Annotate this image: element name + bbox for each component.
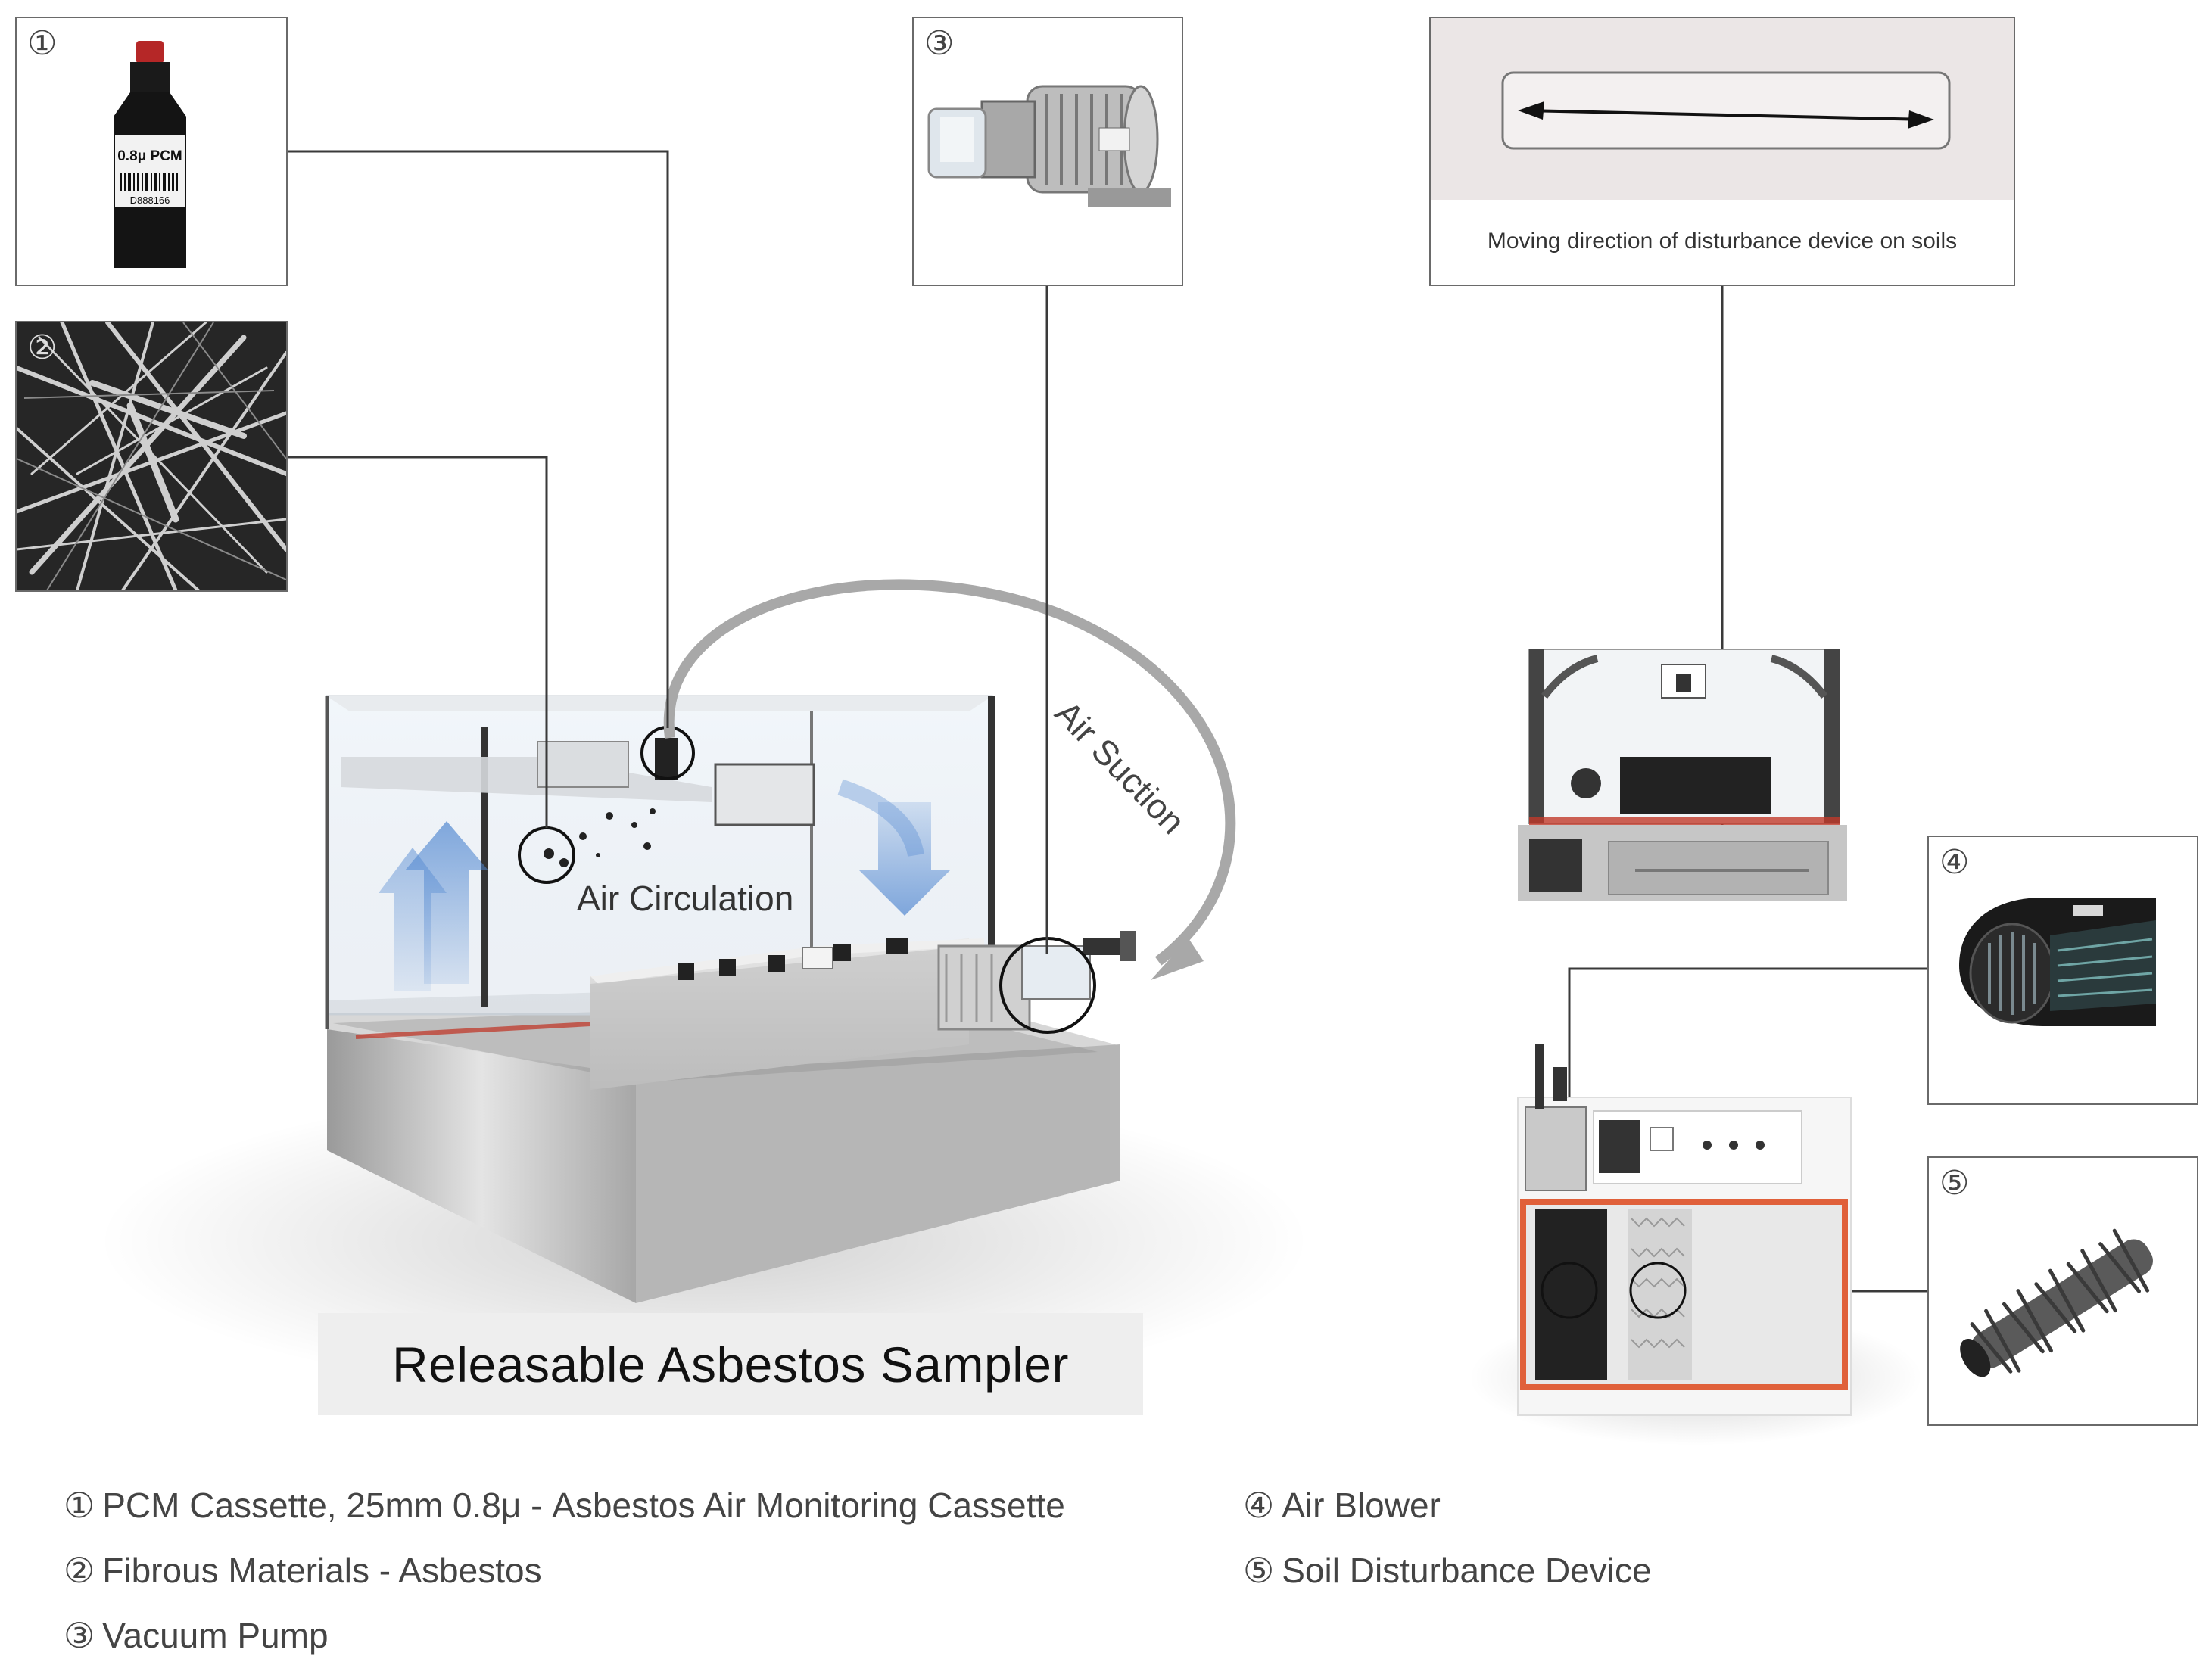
callout-number-3: ③ [924, 24, 955, 63]
legend-text-5: Soil Disturbance Device [1282, 1551, 1652, 1590]
legend-glyph-5: ⑤ [1243, 1550, 1275, 1591]
asbestos-fiber-image [17, 322, 286, 590]
callout-box-cassette: ① 0.8μ PCM D888166 [15, 17, 288, 286]
asbestos-particles [544, 808, 656, 867]
callout-box-fibers: ② [15, 321, 288, 592]
callout-box-blower: ④ [1927, 836, 2198, 1105]
air-circulation-arrows [379, 779, 950, 991]
legend-glyph-2: ② [64, 1550, 95, 1591]
sampler-top-view [1517, 1044, 1852, 1416]
legend-text-2: Fibrous Materials - Asbestos [102, 1551, 542, 1590]
diagram-title: Releasable Asbestos Sampler [318, 1313, 1143, 1415]
callout-number-5: ⑤ [1939, 1164, 1970, 1203]
air-circulation-label: Air Circulation [577, 879, 794, 918]
direction-arrow-right-icon [1908, 110, 1934, 129]
legend-text-1: PCM Cassette, 25mm 0.8μ - Asbestos Air M… [102, 1486, 1065, 1525]
cassette-label-line2: D888166 [130, 194, 170, 206]
direction-label: Moving direction of disturbance device o… [1487, 229, 1958, 254]
glass-chamber [325, 695, 995, 1029]
air-blower-icon [1959, 898, 2156, 1026]
air-suction-arrow [663, 579, 1236, 966]
callout-number-4: ④ [1939, 843, 1970, 882]
callout-box-disturbance: ⑤ [1927, 1156, 2198, 1426]
pcm-cassette-icon: 0.8μ PCM D888166 [114, 41, 186, 268]
callout-number-1: ① [27, 24, 58, 63]
cassette-label-line1: 0.8μ PCM [117, 148, 182, 164]
air-suction-arrowhead [1151, 938, 1204, 980]
sampler-front-view [1518, 649, 1847, 901]
direction-panel [1431, 18, 2014, 285]
brush-roller-icon [1960, 1228, 2153, 1377]
pump-on-machine [937, 931, 1136, 1031]
control-box [590, 938, 984, 1090]
legend-text-4: Air Blower [1282, 1486, 1441, 1525]
direction-box: Moving direction of disturbance device o… [1429, 17, 2015, 286]
callout-number-2: ② [27, 328, 58, 367]
legend-glyph-4: ④ [1243, 1485, 1275, 1526]
callout-box-pump: ③ [912, 17, 1183, 286]
chamber-cassette [655, 738, 678, 780]
legend-glyph-3: ③ [64, 1615, 95, 1656]
vacuum-pump-icon [927, 85, 1171, 207]
direction-arrow-left-icon [1518, 101, 1544, 120]
legend-glyph-1: ① [64, 1485, 95, 1526]
legend-text-3: Vacuum Pump [102, 1616, 329, 1655]
